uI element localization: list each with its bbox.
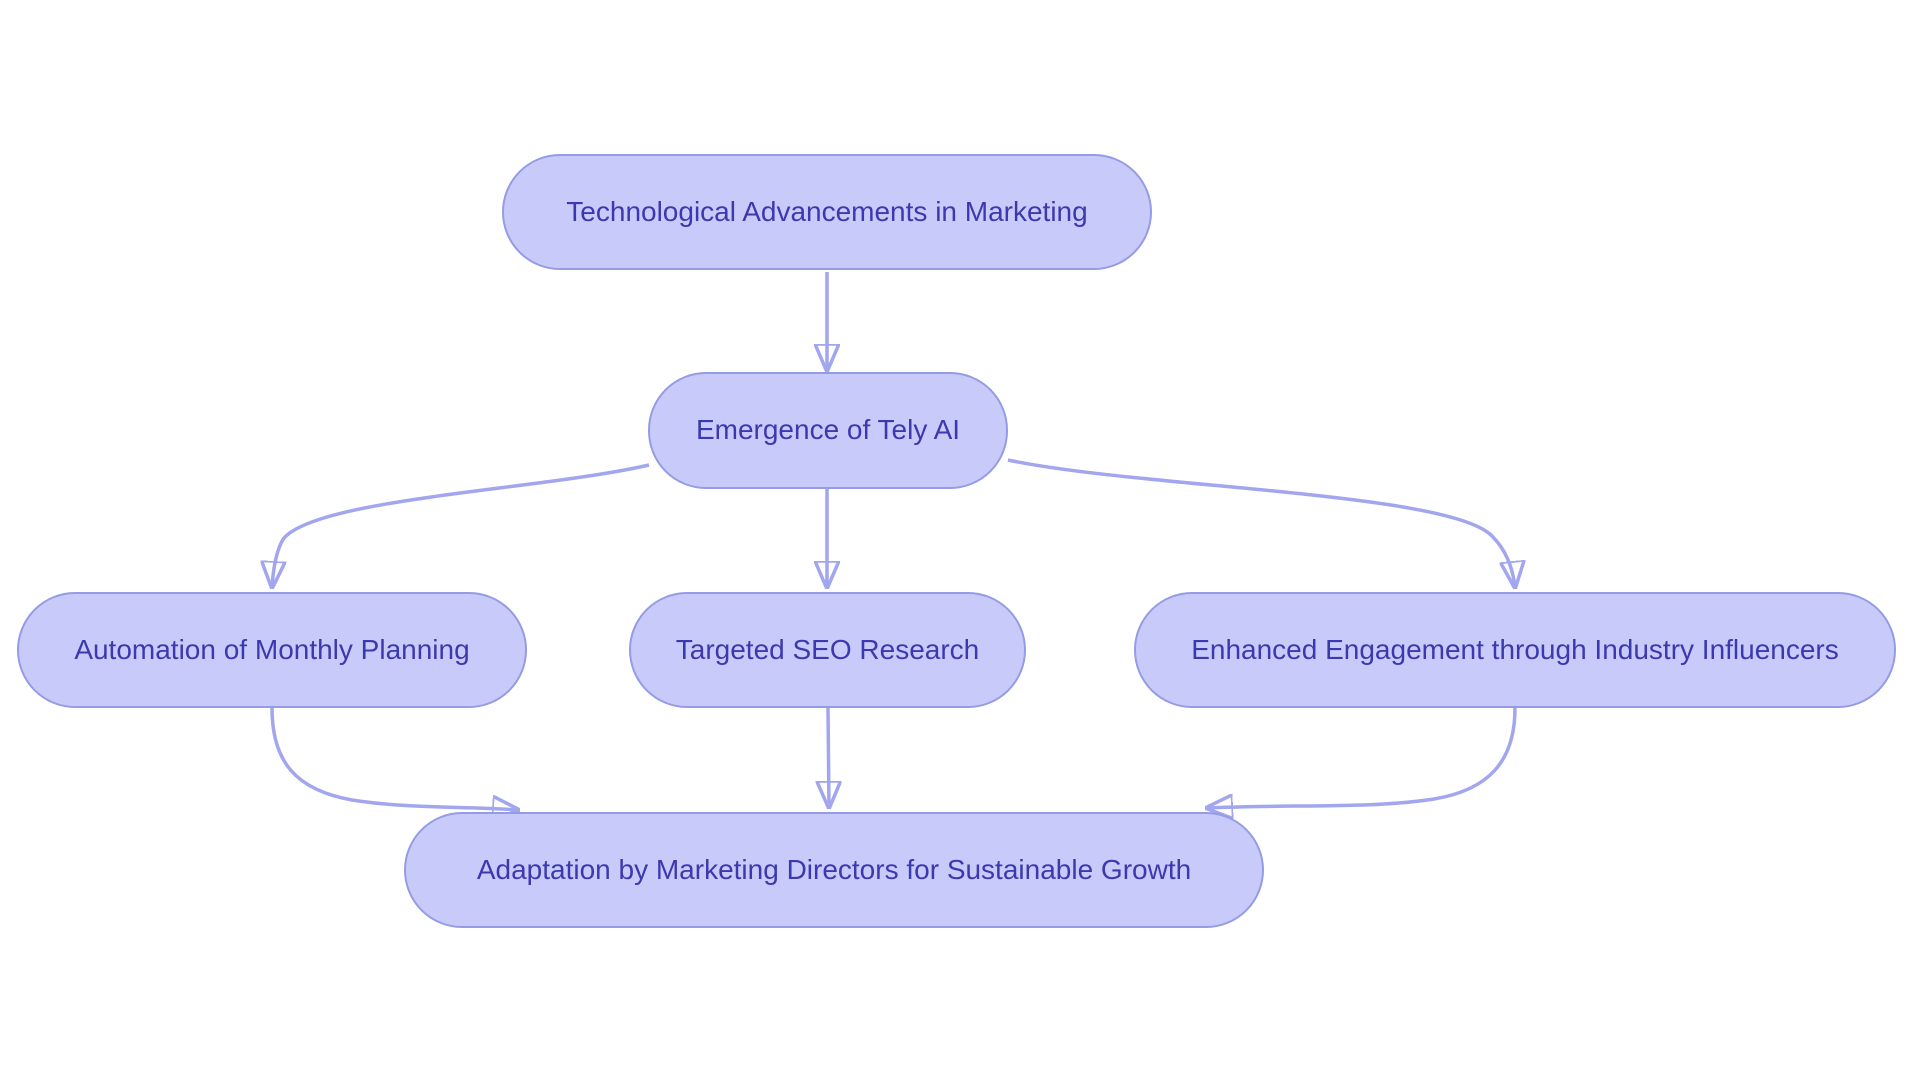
node-automation-of-monthly-planning: Automation of Monthly Planning	[17, 592, 527, 708]
node-emergence-of-tely-ai: Emergence of Tely AI	[648, 372, 1008, 489]
edge-seo-to-adapt	[828, 707, 829, 808]
edge-tely-to-auto	[272, 463, 650, 588]
node-label: Adaptation by Marketing Directors for Su…	[476, 853, 1192, 885]
node-label: Automation of Monthly Planning	[74, 633, 470, 665]
node-adaptation-marketing-directors: Adaptation by Marketing Directors for Su…	[404, 812, 1264, 928]
node-label: Technological Advancements in Marketing	[566, 195, 1088, 227]
node-label: Targeted SEO Research	[675, 633, 980, 665]
edge-tely-to-enh	[1007, 458, 1515, 588]
node-technological-advancements: Technological Advancements in Marketing	[502, 154, 1152, 270]
edge-enh-to-adapt	[1206, 707, 1517, 808]
node-label: Enhanced Engagement through Industry Inf…	[1191, 633, 1839, 665]
edge-auto-to-adapt	[270, 707, 519, 810]
node-enhanced-engagement: Enhanced Engagement through Industry Inf…	[1134, 592, 1896, 708]
node-targeted-seo-research: Targeted SEO Research	[629, 592, 1026, 708]
node-label: Emergence of Tely AI	[695, 414, 961, 446]
